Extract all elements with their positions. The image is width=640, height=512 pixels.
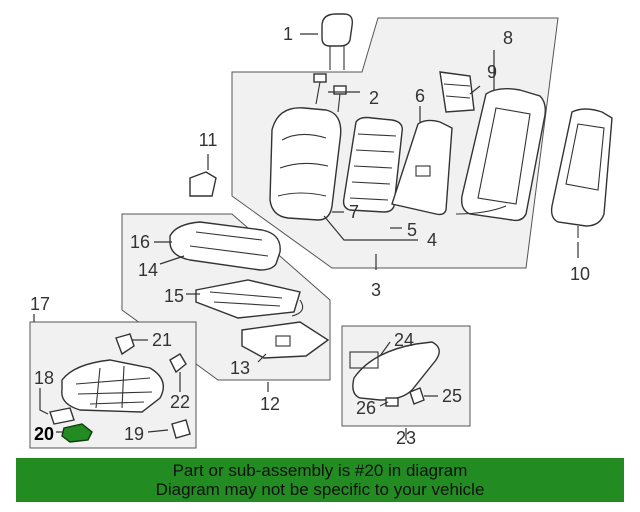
callout-21: 21 [152,330,172,350]
callout-9: 9 [487,62,497,82]
callout-4: 4 [427,230,437,250]
banner-line-1: Part or sub-assembly is #20 in diagram [172,461,468,480]
callout-18: 18 [34,368,54,388]
callout-20: 20 [34,424,54,444]
callout-15: 15 [164,286,184,306]
cushion-pad-part[interactable] [241,321,330,359]
seatback-cover-part[interactable] [269,107,342,221]
recliner-cover-part[interactable] [189,171,217,197]
callout-16: 16 [130,232,150,252]
motor-18-part[interactable] [49,407,75,425]
callout-25: 25 [442,386,462,406]
motor-19-part[interactable] [171,419,191,439]
part-20-highlighted[interactable] [61,423,93,443]
callout-26: 26 [356,398,376,418]
callout-2: 2 [369,88,379,108]
cushion-heater-part[interactable] [195,279,304,319]
callout-11: 11 [199,130,218,150]
info-banner: Part or sub-assembly is #20 in diagram D… [16,458,624,502]
switch-25-part[interactable] [409,387,425,405]
bracket-21-part[interactable] [115,333,135,356]
headrest-part[interactable] [321,13,354,70]
switch-26-part[interactable] [385,397,399,407]
seatback-back-panel-part[interactable] [550,108,613,238]
callout-5: 5 [407,220,417,240]
callout-22: 22 [170,392,190,412]
callout-8: 8 [503,28,513,48]
seatback-heater-part[interactable] [342,116,403,213]
cushion-cover-part[interactable] [169,221,281,271]
callout-12: 12 [260,394,280,414]
callout-10: 10 [570,264,590,284]
seatback-pad-part[interactable] [391,119,453,216]
callout-1: 1 [283,24,293,44]
callout-7: 7 [349,202,359,222]
callout-24: 24 [394,330,414,350]
seat-frame-part[interactable] [61,359,164,413]
banner-line-2: Diagram may not be specific to your vehi… [155,480,485,499]
seat-parts-diagram: 1 2 3 4 5 6 7 8 9 10 11 12 13 14 15 16 1… [29,13,613,449]
callout-23: 23 [396,428,416,448]
headrest-guide-part[interactable] [313,73,347,113]
callout-3: 3 [371,280,381,300]
callout-14: 14 [138,260,158,280]
callout-13: 13 [230,358,250,378]
callout-17: 17 [30,294,50,314]
leader-lines [33,33,579,440]
side-cover-part[interactable] [349,341,440,401]
lumbar-part[interactable] [439,71,475,113]
callout-6: 6 [415,86,425,106]
seatback-frame-part[interactable] [455,87,547,222]
bracket-22-part[interactable] [169,353,187,374]
callout-19: 19 [124,424,144,444]
